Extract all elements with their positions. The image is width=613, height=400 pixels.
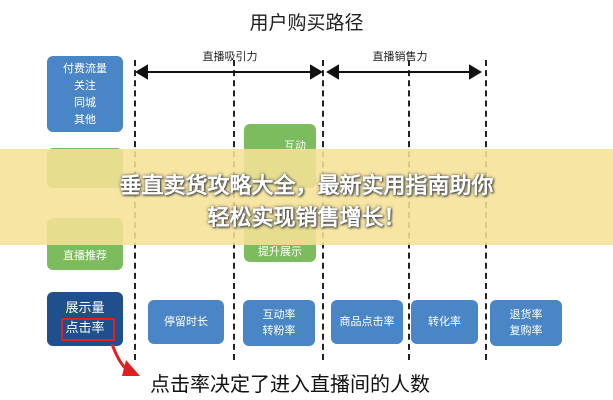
traffic-source-other: 其他	[74, 113, 96, 126]
header-sales: 直播销售力	[372, 50, 428, 63]
metric-dwell-time: 停留时长	[148, 300, 224, 344]
span-arrows	[135, 64, 482, 80]
traffic-sources-box: 付费流量 关注 同城 其他	[47, 56, 123, 132]
bottom-caption: 点击率决定了进入直播间的人数	[150, 372, 430, 396]
metric-return-rate-label: 退货率 复购率	[509, 308, 543, 337]
ctr-label: 点击率	[65, 321, 105, 336]
metric-return-rate: 退货率 复购率	[490, 300, 562, 346]
banner-line-2: 轻松实现销售增长！	[207, 206, 406, 231]
metric-product-ctr-label: 商品点击率	[339, 315, 395, 328]
overlay-banner	[0, 149, 613, 245]
metric-interaction-rate-label: 互动率 转粉率	[262, 308, 296, 337]
diagram-title: 用户购买路径	[249, 12, 364, 34]
impression-label: 展示量	[65, 301, 105, 316]
traffic-source-paid: 付费流量	[63, 62, 107, 75]
pointer-arrow	[110, 343, 140, 376]
boost-display-label: 提升展示	[258, 244, 302, 258]
metric-interaction-rate: 互动率 转粉率	[243, 300, 315, 346]
header-attraction: 直播吸引力	[202, 50, 258, 63]
traffic-source-local: 同城	[74, 96, 96, 109]
metric-conversion-rate-label: 转化率	[428, 315, 461, 328]
interaction-fragment: 互动	[284, 138, 306, 152]
ctr-highlight	[61, 318, 115, 341]
banner-line-1: 垂直卖货攻略大全，最新实用指南助你	[119, 174, 494, 199]
metric-conversion-rate: 转化率	[411, 300, 478, 344]
recommend-label: 直播推荐	[63, 248, 107, 262]
metric-dwell-time-label: 停留时长	[164, 315, 208, 328]
traffic-source-follow: 关注	[74, 79, 96, 92]
metric-product-ctr: 商品点击率	[331, 300, 403, 344]
